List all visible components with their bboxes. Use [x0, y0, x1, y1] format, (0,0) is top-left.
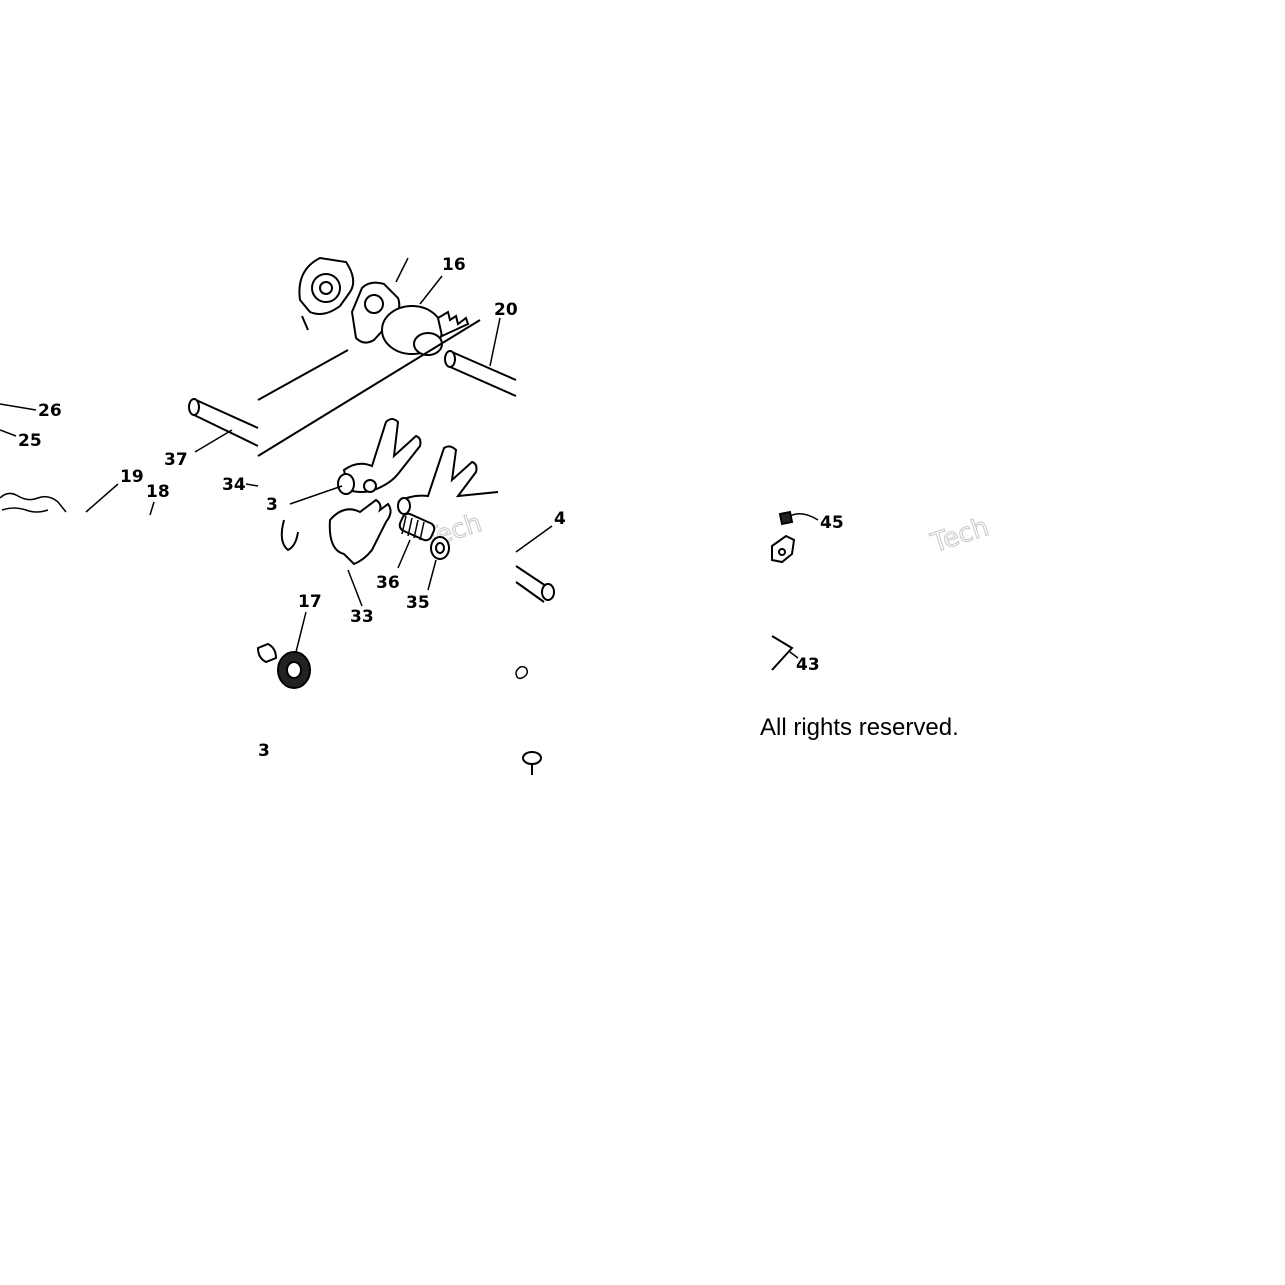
callout-45: 45: [820, 513, 844, 533]
star-cam: [381, 275, 470, 356]
segment-gear: [298, 256, 355, 331]
spring-36: [398, 512, 436, 542]
callout-43: 43: [796, 655, 820, 675]
right-fragment: 45 43: [771, 510, 844, 675]
callout-16: 16: [442, 255, 466, 275]
shift-fork-33: [280, 498, 392, 566]
bolt-part: [522, 751, 542, 775]
callout-4: 4: [554, 509, 566, 529]
callout-36: 36: [376, 573, 400, 593]
screw-45: [778, 510, 819, 526]
watermark-text: Tech: [927, 512, 993, 559]
bracket-part: [771, 534, 796, 564]
shift-fork-2: [397, 445, 499, 515]
plate-part: [350, 257, 409, 344]
pin-4: [515, 565, 555, 603]
callout-3-upper: 3: [266, 495, 278, 515]
washer-17: [256, 642, 311, 689]
callout-37: 37: [164, 450, 188, 470]
copyright-text: All rights reserved.: [760, 714, 959, 741]
shift-fork-1: [337, 418, 422, 495]
shaft-37: [188, 398, 259, 447]
washer-35: [430, 536, 450, 560]
lever-43: [771, 635, 799, 671]
callout-3-lower: 3: [258, 741, 270, 761]
callout-19: 19: [120, 467, 144, 487]
callout-17: 17: [298, 592, 322, 612]
callout-18: 18: [146, 482, 170, 502]
callout-35: 35: [406, 593, 430, 613]
left-fragment: 26 25 19 18 37: [0, 398, 259, 516]
shaft-20: [444, 350, 517, 397]
callout-33: 33: [350, 607, 374, 627]
callout-20: 20: [494, 300, 518, 320]
center-fragment: 16 20 3 34 33: [222, 255, 566, 775]
callout-26: 26: [38, 401, 62, 421]
clip-part: [515, 665, 529, 680]
callout-34: 34: [222, 475, 246, 495]
callout-25: 25: [18, 431, 42, 451]
